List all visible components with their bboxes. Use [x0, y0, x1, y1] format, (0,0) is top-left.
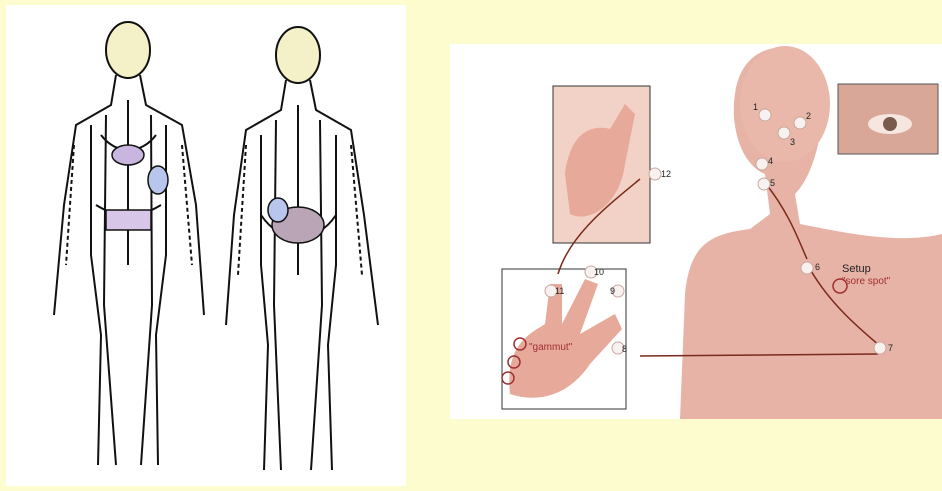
setup-label: Setup [842, 263, 871, 275]
palm-inset [553, 86, 650, 243]
tap-point-12 [649, 168, 661, 180]
point-label-3: 3 [790, 137, 795, 147]
point-label-2: 2 [806, 111, 811, 121]
meridian-chart-image [6, 5, 406, 486]
point-label-5: 5 [770, 178, 775, 188]
tapping-points-image: 1 2 3 4 5 6 7 8 9 10 11 12 Setup "sore s… [450, 44, 942, 419]
point-label-6: 6 [815, 262, 820, 272]
gamut-label: "gammut" [529, 342, 573, 353]
meridian-chart-svg [6, 5, 406, 486]
tap-point-6 [801, 262, 813, 274]
point-label-9: 9 [610, 286, 615, 296]
point-label-4: 4 [768, 156, 773, 166]
front-view-figure [226, 27, 378, 470]
point-label-1: 1 [753, 102, 758, 112]
point-label-10: 10 [594, 267, 604, 277]
point-label-11: 11 [555, 286, 564, 296]
point-label-7: 7 [888, 343, 893, 353]
point-label-12: 12 [661, 169, 671, 179]
tap-point-3 [778, 127, 790, 139]
tap-point-1 [759, 109, 771, 121]
tapping-points-svg: 1 2 3 4 5 6 7 8 9 10 11 12 Setup "sore s… [450, 44, 942, 419]
sore-spot-label: "sore spot" [842, 276, 891, 287]
tap-point-7 [874, 342, 886, 354]
point-label-8: 8 [622, 344, 627, 354]
tap-point-5 [758, 178, 770, 190]
tap-point-4 [756, 158, 768, 170]
tap-point-2 [794, 117, 806, 129]
back-view-figure [54, 22, 204, 465]
eye-inset [838, 84, 938, 154]
